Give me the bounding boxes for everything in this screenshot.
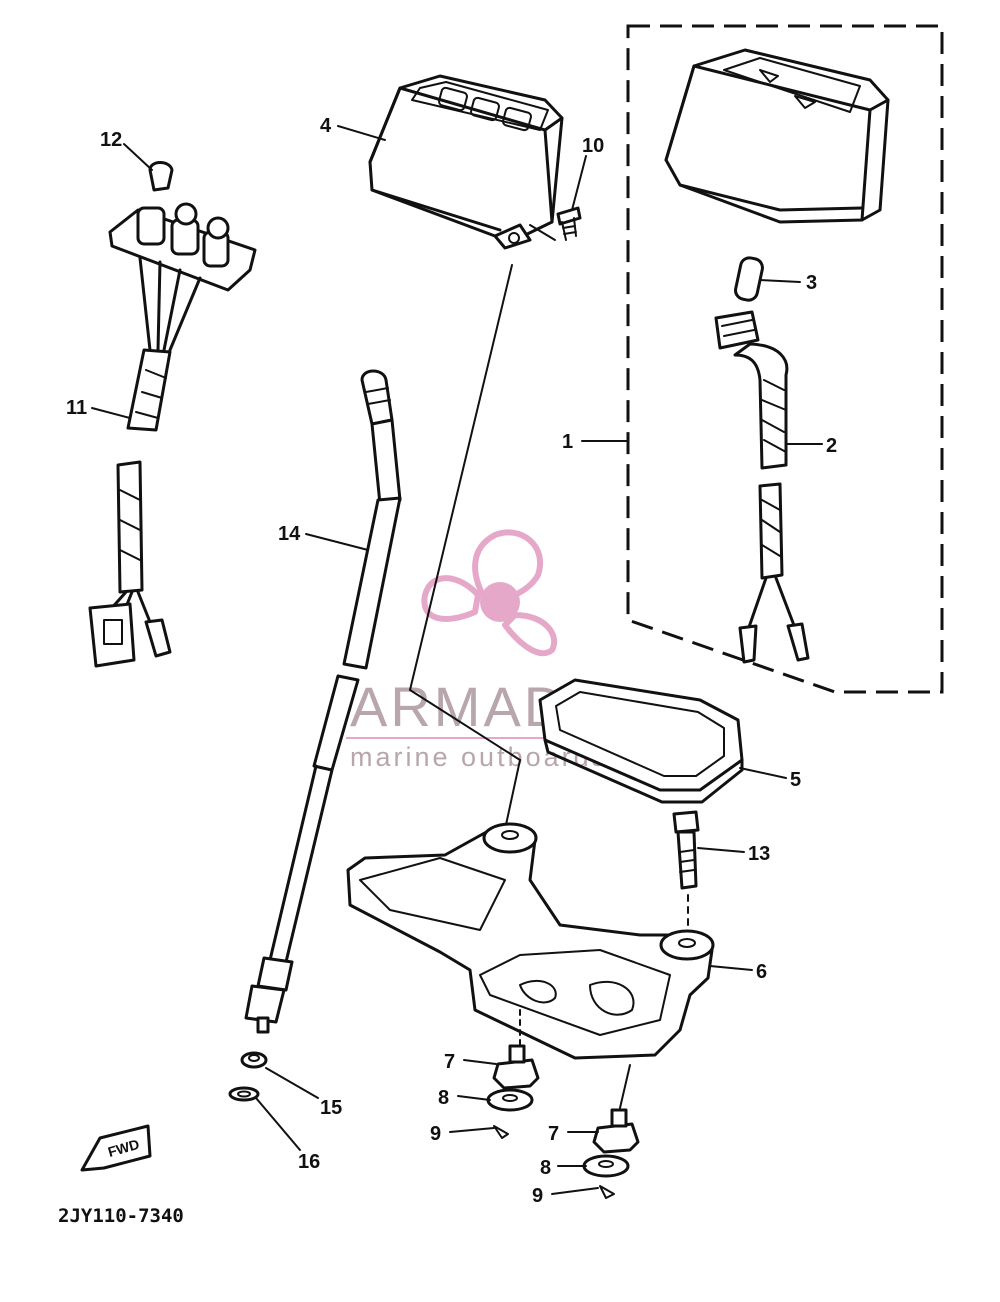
grommet-set-left (486, 1044, 540, 1139)
callout-16: 16 (298, 1151, 320, 1173)
diagram-code: 2JY110-7340 (58, 1205, 184, 1227)
indicator-bulb-harness (88, 161, 257, 668)
meter-housing-assembly (664, 48, 890, 224)
callout-2: 2 (826, 435, 837, 457)
callout-12: 12 (100, 129, 122, 151)
speedometer-cable (244, 369, 402, 1034)
meter-light-harness (733, 342, 810, 664)
callout-11: 11 (66, 397, 87, 419)
leader-lines (91, 125, 823, 1195)
callout-1: 1 (562, 431, 573, 453)
forward-arrow-icon: FWD (80, 1124, 152, 1172)
cable-washer (228, 1086, 260, 1102)
callout-8a: 8 (438, 1087, 449, 1109)
meter-bracket (346, 822, 715, 1060)
callout-7a: 7 (444, 1051, 455, 1073)
grommet-set-right (582, 1108, 640, 1199)
meter-gasket (538, 678, 744, 804)
callout-8b: 8 (540, 1157, 551, 1179)
callout-labels: 1 2 3 4 5 6 7 8 9 10 11 12 13 14 15 16 7… (66, 115, 837, 1207)
screw (556, 206, 582, 241)
callout-3: 3 (806, 272, 817, 294)
assembly-box (626, 24, 944, 694)
callout-10: 10 (582, 135, 604, 157)
callout-15: 15 (320, 1097, 342, 1119)
cable-nut (240, 1051, 268, 1069)
callout-14: 14 (278, 523, 301, 545)
callout-13: 13 (748, 843, 770, 865)
mounting-bolt (672, 810, 700, 890)
callout-4: 4 (320, 115, 332, 137)
callout-5: 5 (790, 769, 801, 791)
meter-cover (368, 74, 564, 250)
callout-7b: 7 (548, 1123, 559, 1145)
bulb-socket (714, 256, 764, 350)
callout-9b: 9 (532, 1185, 543, 1207)
callout-6: 6 (756, 961, 767, 983)
callout-9a: 9 (430, 1123, 441, 1145)
